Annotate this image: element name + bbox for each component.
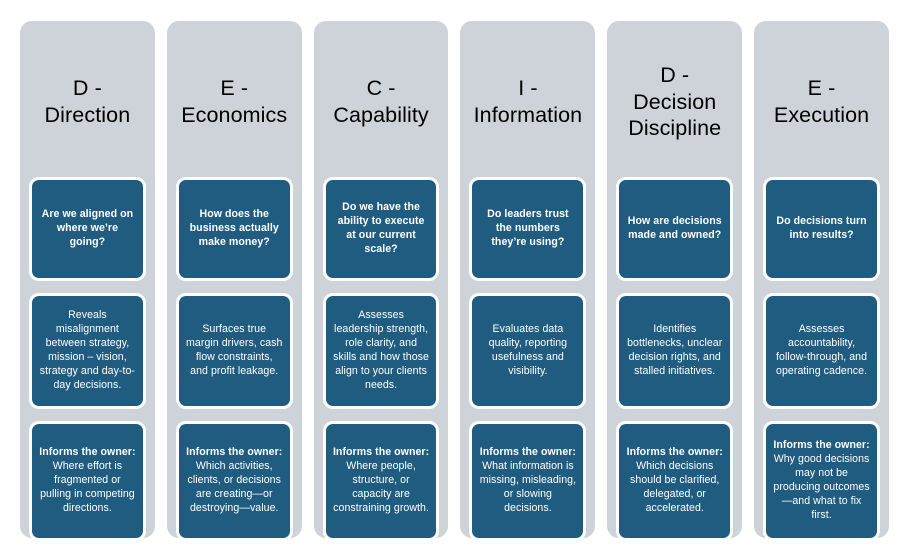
owner-body: Which activities, clients, or decisions … (187, 460, 281, 514)
question-text: Do decisions turn into results? (776, 215, 867, 241)
column-cards-direction: Are we aligned on where we’re going? Rev… (29, 177, 146, 541)
question-card-capability: Do we have the ability to execute at our… (322, 177, 440, 281)
insight-card-economics: Surfaces true margin drivers, cash flow … (175, 293, 293, 409)
insight-card-information: Evaluates data quality, reporting useful… (469, 293, 587, 409)
column-decision-discipline: D - Decision Discipline How are decision… (607, 21, 743, 541)
column-heading-direction: D - Direction (44, 76, 131, 127)
question-text: Do leaders trust the numbers they’re usi… (487, 208, 569, 248)
owner-body: Where people, structure, or capacity are… (333, 460, 429, 514)
owner-card-execution: Informs the owner: Why good decisions ma… (763, 421, 880, 541)
owner-body: Which decisions should be clarified, del… (630, 460, 720, 514)
owner-lead: Informs the owner: (39, 446, 136, 459)
insight-text: Reveals misalignment between strategy, m… (39, 309, 136, 391)
column-cards-execution: Do decisions turn into results? Assesses… (763, 177, 880, 541)
owner-body: Why good decisions may not be producing … (773, 453, 870, 521)
owner-text: Informs the owner: Where people, structu… (333, 446, 430, 516)
owner-text: Informs the owner: Why good decisions ma… (773, 439, 870, 523)
question-card-decision-discipline: How are decisions made and owned? (616, 177, 734, 281)
owner-card-information: Informs the owner: What information is m… (469, 421, 587, 541)
owner-lead: Informs the owner: (186, 446, 283, 459)
column-economics: E - Economics How does the business actu… (166, 21, 302, 541)
column-information: I - Information Do leaders trust the num… (460, 21, 596, 541)
owner-lead: Informs the owner: (332, 446, 430, 459)
question-card-execution: Do decisions turn into results? (763, 177, 880, 281)
column-execution: E - Execution Do decisions turn into res… (754, 21, 889, 541)
column-cards-information: Do leaders trust the numbers they’re usi… (469, 177, 587, 541)
insight-text: Surfaces true margin drivers, cash flow … (186, 323, 283, 377)
insight-card-capability: Assesses leadership strength, role clari… (322, 293, 440, 409)
insight-text: Identifies bottlenecks, unclear decision… (627, 323, 723, 377)
column-heading-decision-discipline: D - Decision Discipline (628, 62, 722, 141)
owner-text: Informs the owner: Which activities, cli… (186, 446, 283, 516)
question-text: How does the business actually make mone… (189, 208, 279, 248)
question-text: Are we aligned on where we’re going? (41, 208, 134, 248)
insight-card-execution: Assesses accountability, follow-through,… (763, 293, 880, 409)
owner-text: Informs the owner: Where effort is fragm… (39, 446, 136, 516)
owner-card-decision-discipline: Informs the owner: Which decisions shoul… (616, 421, 734, 541)
question-card-direction: Are we aligned on where we’re going? (29, 177, 146, 281)
column-heading-capability: C - Capability (333, 76, 429, 127)
column-cards-decision-discipline: How are decisions made and owned? Identi… (616, 177, 734, 541)
insight-text: Assesses leadership strength, role clari… (333, 309, 429, 391)
question-card-information: Do leaders trust the numbers they’re usi… (469, 177, 587, 281)
column-heading-execution: E - Execution (773, 76, 870, 127)
insight-text: Evaluates data quality, reporting useful… (488, 323, 568, 377)
column-direction: D - Direction Are we aligned on where we… (20, 21, 155, 541)
column-cards-economics: How does the business actually make mone… (175, 177, 293, 541)
owner-lead: Informs the owner: (626, 446, 723, 459)
owner-body: What information is missing, misleading,… (479, 460, 577, 514)
owner-card-direction: Informs the owner: Where effort is fragm… (29, 421, 146, 541)
owner-card-capability: Informs the owner: Where people, structu… (322, 421, 440, 541)
question-card-economics: How does the business actually make mone… (175, 177, 293, 281)
owner-text: Informs the owner: What information is m… (479, 446, 576, 516)
question-text: How are decisions made and owned? (627, 215, 722, 241)
column-capability: C - Capability Do we have the ability to… (313, 21, 449, 541)
column-heading-economics: E - Economics (181, 76, 288, 127)
owner-card-economics: Informs the owner: Which activities, cli… (175, 421, 293, 541)
insight-card-direction: Reveals misalignment between strategy, m… (29, 293, 146, 409)
insight-card-decision-discipline: Identifies bottlenecks, unclear decision… (616, 293, 734, 409)
owner-lead: Informs the owner: (773, 439, 870, 452)
column-cards-capability: Do we have the ability to execute at our… (322, 177, 440, 541)
owner-body: Where effort is fragmented or pulling in… (40, 460, 135, 514)
column-heading-information: I - Information (473, 76, 583, 127)
owner-lead: Informs the owner: (479, 446, 577, 459)
owner-text: Informs the owner: Which decisions shoul… (626, 446, 723, 516)
question-text: Do we have the ability to execute at our… (337, 201, 425, 255)
insight-text: Assesses accountability, follow-through,… (776, 323, 868, 377)
